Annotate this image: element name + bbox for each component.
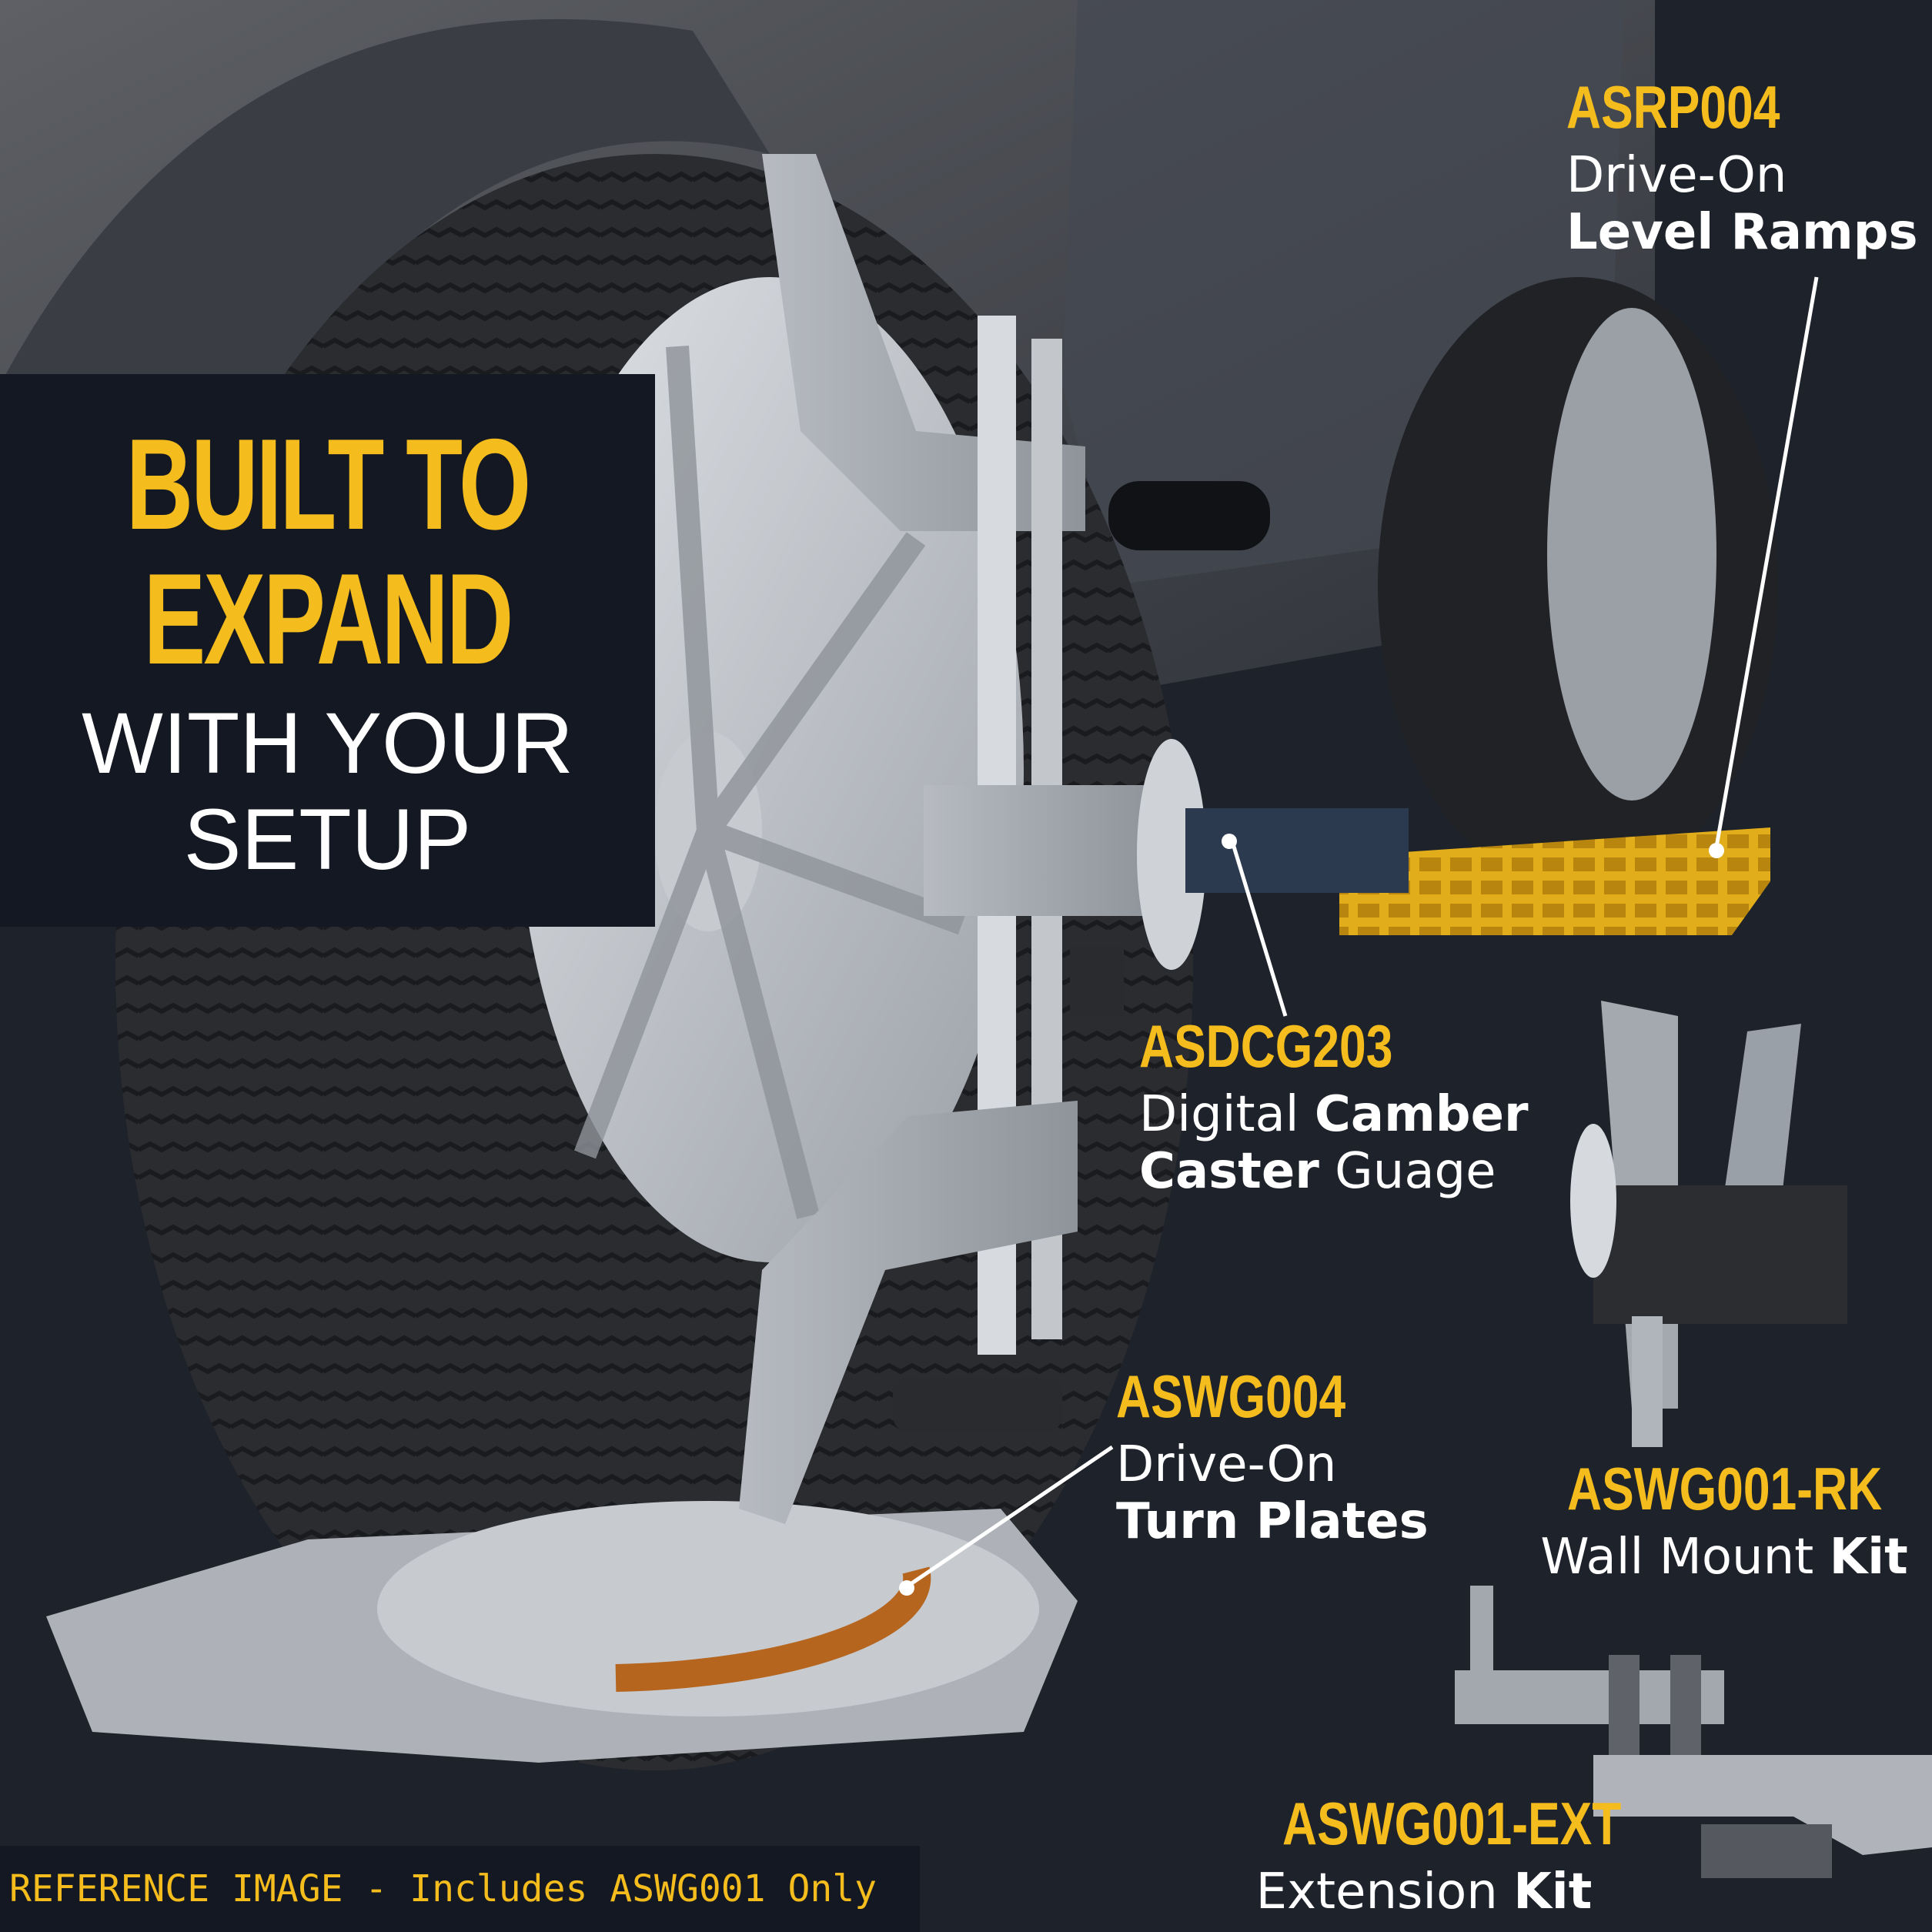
extension-kit-image bbox=[1455, 1586, 1932, 1878]
level-ramp bbox=[1339, 827, 1770, 935]
product-desc: Extension Kit bbox=[1255, 1863, 1593, 1920]
reference-note: REFERENCE IMAGE - Includes ASWG001 Only bbox=[9, 1867, 877, 1910]
wall-mount-kit-image bbox=[1570, 1001, 1847, 1447]
wheel-arch bbox=[0, 18, 770, 462]
callout-dots bbox=[899, 834, 1724, 1596]
turn-plate-scale bbox=[615, 1566, 931, 1692]
product-desc-light: Drive-On bbox=[1116, 1436, 1337, 1493]
product-desc: Wall Mount Kit bbox=[1540, 1529, 1908, 1586]
headline-line-3: WITH YOUR bbox=[82, 695, 573, 791]
rear-rim bbox=[1547, 308, 1716, 801]
product-code: ASRP004 bbox=[1566, 73, 1780, 141]
callout-extension-kit: ASWG001-EXT Extension Kit bbox=[1247, 1790, 1622, 1921]
rim-spokes bbox=[573, 346, 967, 1219]
door-handle-vent bbox=[1108, 481, 1270, 550]
callout-turn-plates: ASWG004 Drive-On Turn Plates bbox=[1116, 1366, 1429, 1550]
product-code: ASWG004 bbox=[1116, 1362, 1346, 1430]
headline-line-1: BUILT TO bbox=[125, 412, 531, 557]
product-desc-bold: Turn Plates bbox=[1116, 1492, 1429, 1550]
callout-leader-lines bbox=[907, 276, 1819, 1588]
camber-caster-gauge bbox=[1137, 739, 1409, 970]
product-code: ASDCG203 bbox=[1139, 1012, 1393, 1080]
headline-line-2: EXPAND bbox=[143, 547, 514, 691]
product-desc-bold: Level Ramps bbox=[1566, 203, 1918, 261]
headline-panel bbox=[0, 374, 655, 927]
wheel-clamp bbox=[739, 154, 1155, 1524]
product-desc-line-2: Caster Guage bbox=[1139, 1142, 1496, 1200]
reference-note-bar bbox=[0, 1846, 920, 1932]
callout-camber-gauge: ASDCG203 Digital Camber Caster Guage bbox=[1139, 1016, 1529, 1200]
headline-line-4: SETUP bbox=[183, 791, 472, 887]
product-code: ASWG001-RK bbox=[1567, 1455, 1883, 1523]
product-desc-line-1: Digital Camber bbox=[1139, 1086, 1529, 1143]
callout-level-ramps: ASRP004 Drive-On Level Ramps bbox=[1566, 77, 1918, 261]
callout-wall-mount-kit: ASWG001-RK Wall Mount Kit bbox=[1528, 1459, 1920, 1586]
product-desc-light: Drive-On bbox=[1566, 147, 1787, 204]
turn-plate-disc bbox=[377, 1501, 1039, 1716]
product-code: ASWG001-EXT bbox=[1282, 1790, 1622, 1857]
